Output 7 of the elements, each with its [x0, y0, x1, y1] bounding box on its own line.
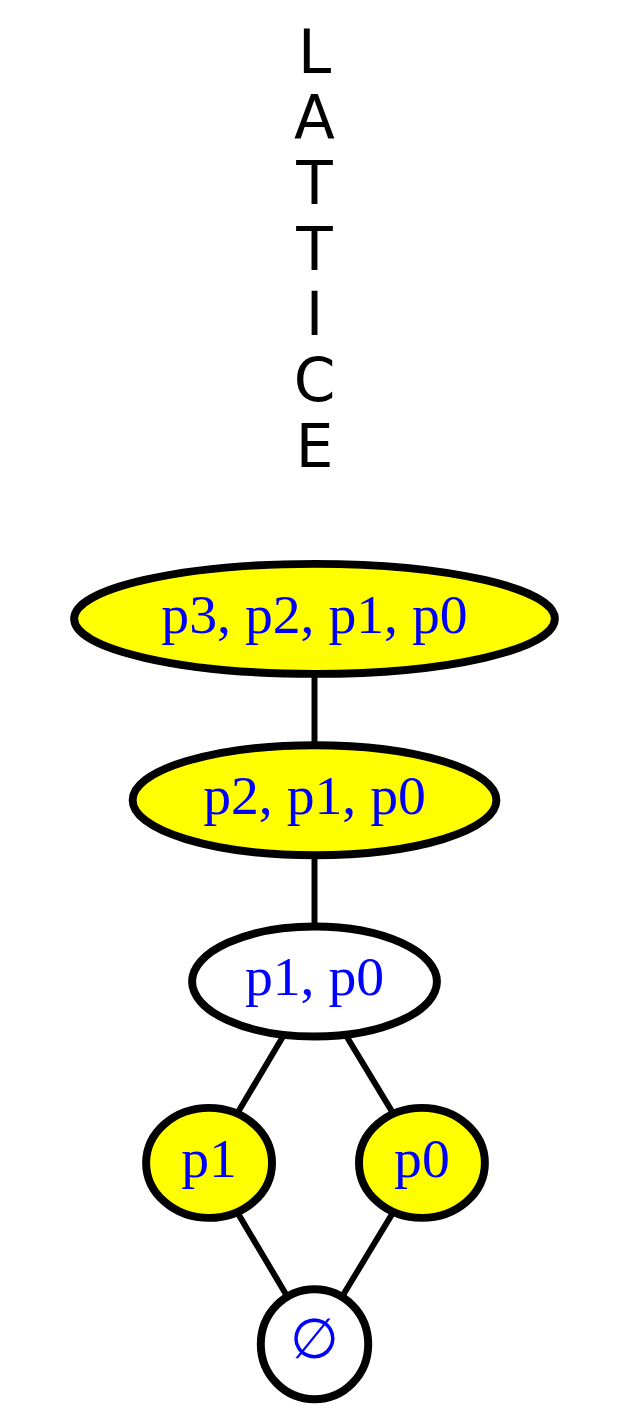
node-ellipse: p3, p2, p1, p0: [70, 559, 559, 678]
node-ellipse: p1: [142, 1103, 276, 1222]
node-ellipse: p2, p1, p0: [128, 741, 501, 860]
label: LATTICE: [293, 17, 336, 481]
node-ellipse: p0: [355, 1103, 489, 1222]
node-ellipse: p1, p0: [188, 922, 441, 1041]
node-circle: ∅: [256, 1285, 373, 1404]
